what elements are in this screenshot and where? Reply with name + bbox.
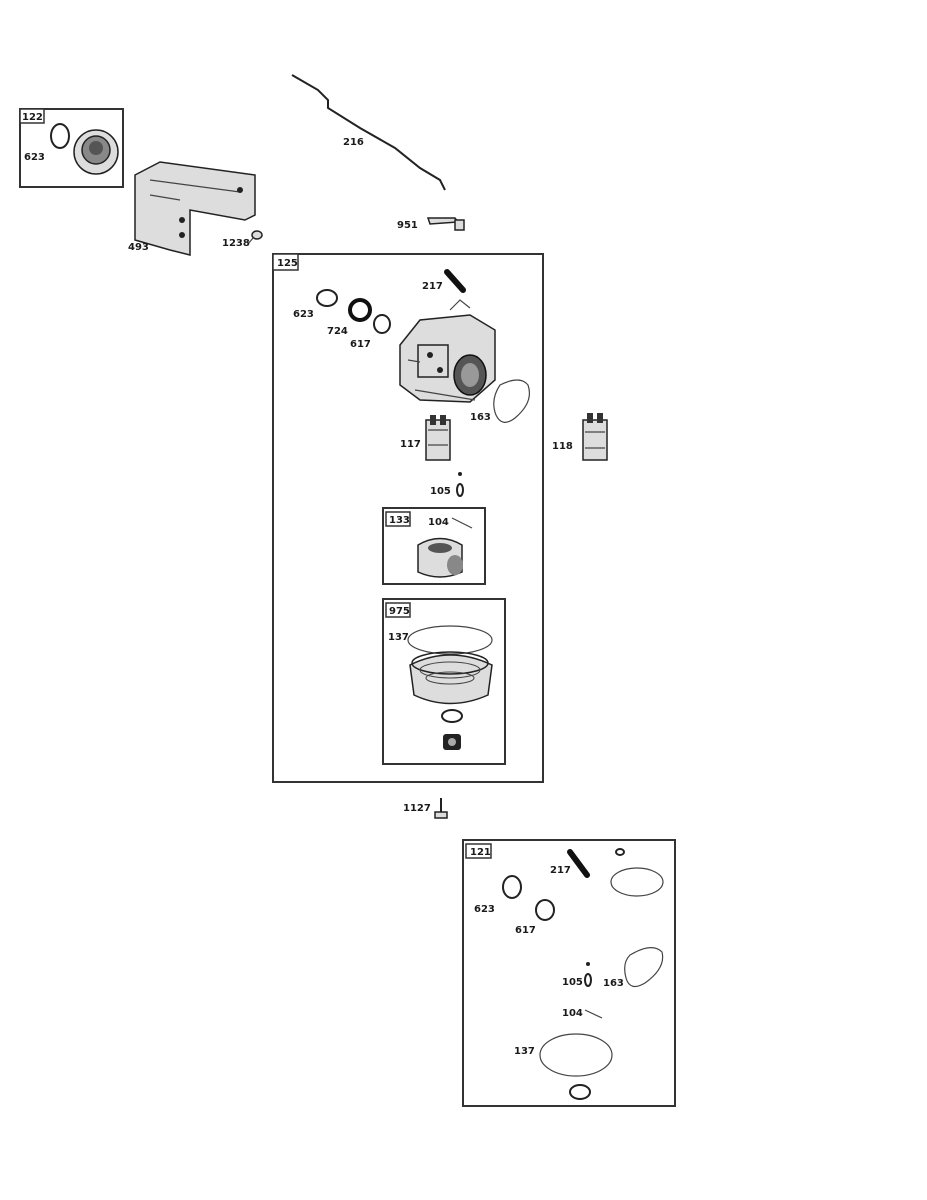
float-part: [417, 537, 463, 578]
part-label-163-kit125: 163: [470, 412, 491, 423]
kit-975-box: 975 137: [382, 598, 506, 765]
float-bowl: [409, 651, 493, 705]
gasket-163-kit125: [493, 379, 531, 423]
part-label-216: 216: [343, 137, 364, 148]
ring-623-kit125: [316, 289, 338, 307]
ring-617-kit125: [373, 314, 391, 334]
part-label-137-kit975: 137: [388, 632, 409, 643]
link-rod-216: [291, 74, 446, 191]
kit-122-label: 122: [22, 112, 43, 123]
part-label-1127: 1127: [403, 803, 431, 814]
part-217-kit121: [567, 849, 590, 878]
part-label-117: 117: [400, 439, 421, 450]
pin-104-kit121: [584, 1009, 603, 1019]
kit-121-label: 121: [470, 847, 491, 858]
screw-1127: [434, 798, 448, 819]
small-washer-kit121: [615, 848, 625, 856]
part-label-724: 724: [327, 326, 348, 337]
clip-951: [426, 217, 465, 231]
ring-623-kit122: [50, 123, 70, 149]
part-label-137-kit121: 137: [514, 1046, 535, 1057]
bowl-nut: [443, 734, 461, 750]
part-label-163-kit121: 163: [603, 978, 624, 989]
kit-125-box: 125 217 623 724 617 163: [272, 253, 544, 783]
part-label-118: 118: [552, 441, 573, 452]
kit-133-label: 133: [389, 515, 410, 526]
pin-104-kit133: [451, 517, 473, 529]
part-label-623-kit122: 623: [24, 152, 45, 163]
part-label-105-kit125: 105: [430, 486, 451, 497]
bowl-gasket-137: [407, 625, 493, 655]
bracket-493: [134, 161, 256, 256]
part-label-217-kit121: 217: [550, 865, 571, 876]
part-217-kit125: [444, 269, 466, 293]
part-label-104-kit133: 104: [428, 517, 449, 528]
kit-121-box: 121 217 623 617 105 163 104 137: [462, 839, 676, 1107]
part-label-493: 493: [128, 242, 149, 253]
intake-elbow-part: [73, 129, 119, 175]
part-label-217-kit125: 217: [422, 281, 443, 292]
kit-133-box: 133 104: [382, 507, 486, 585]
part-label-623-kit125: 623: [293, 309, 314, 320]
gasket-163-kit121: [624, 947, 664, 988]
part-label-623-kit121: 623: [474, 904, 495, 915]
ring-623-kit121: [502, 875, 522, 899]
ring-724: [348, 298, 372, 322]
ring-137-kit121: [539, 1033, 613, 1077]
screw-1238: [247, 230, 263, 245]
part-105-kit121: [584, 962, 592, 987]
part-label-951: 951: [397, 220, 418, 231]
part-105-kit125: [456, 472, 464, 497]
part-label-105-kit121: 105: [562, 977, 583, 988]
bowl-gasket-kit121: [610, 867, 664, 897]
washer-kit121: [569, 1084, 591, 1100]
kit-125-label: 125: [277, 258, 298, 269]
part-label-1238: 1238: [222, 238, 250, 249]
part-label-104-kit121: 104: [562, 1008, 583, 1019]
ring-617-kit121: [535, 899, 555, 921]
kit-975-label: 975: [389, 606, 410, 617]
part-label-617-kit121: 617: [515, 925, 536, 936]
kit-122-box: 122 623: [19, 108, 124, 188]
bowl-washer: [441, 709, 463, 723]
solenoid-118: [582, 413, 608, 461]
solenoid-117: [425, 415, 451, 461]
carburetor-body: [399, 299, 496, 403]
part-label-617-kit125: 617: [350, 339, 371, 350]
